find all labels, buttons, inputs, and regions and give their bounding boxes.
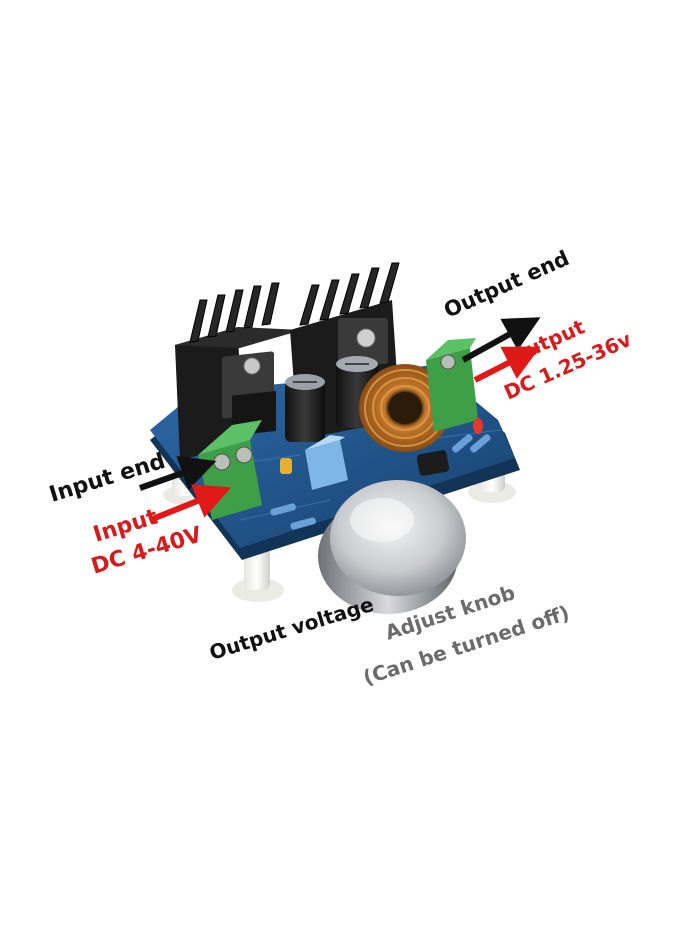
adjust-knob: [318, 480, 466, 614]
input-arrow-red: [148, 484, 232, 523]
output-arrow-red: [473, 346, 541, 383]
output-terminal-block: [426, 338, 478, 432]
output-end-label: Output end: [440, 246, 573, 323]
output-arrow-black: [461, 317, 541, 363]
output-voltage-label: Output voltage: [206, 592, 376, 665]
standoff-front-bottom: [232, 548, 284, 602]
resistors: [270, 418, 491, 530]
electrolytic-capacitor-left: [285, 374, 325, 442]
input-arrow-black: [138, 456, 217, 491]
potentiometer: [305, 435, 450, 490]
input-end-label: Input end: [46, 449, 168, 508]
heatsink-left: [175, 282, 302, 460]
